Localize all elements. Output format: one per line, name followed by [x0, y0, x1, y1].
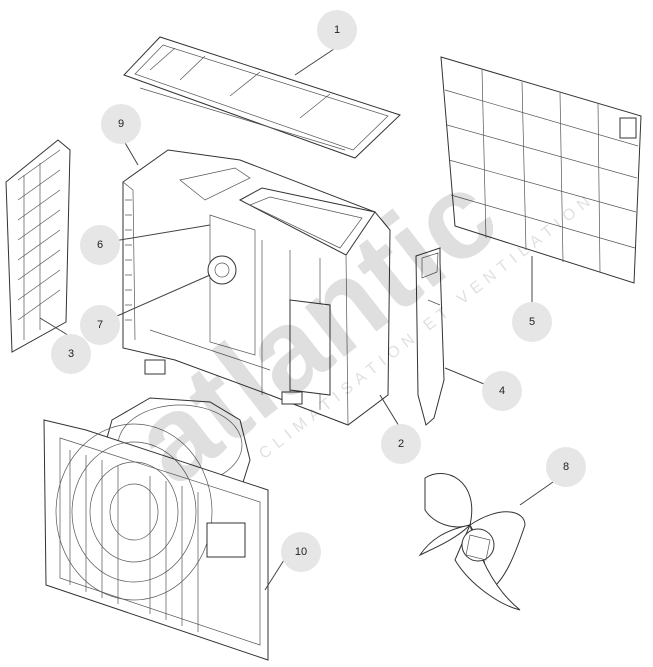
callout-label-7: 7	[97, 319, 103, 331]
leader-lines	[39, 48, 554, 591]
callout-3: 3	[51, 334, 91, 374]
rear-grid	[440, 56, 642, 284]
callout-10: 10	[281, 532, 321, 572]
top-cover	[123, 36, 401, 159]
callout-6: 6	[80, 225, 120, 265]
callout-label-4: 4	[499, 385, 505, 397]
callout-7: 7	[80, 305, 120, 345]
callout-8: 8	[546, 447, 586, 487]
front-panel	[43, 419, 269, 661]
callout-label-8: 8	[563, 461, 569, 473]
callout-label-2: 2	[398, 438, 404, 450]
callout-label-6: 6	[97, 239, 103, 251]
fan-propeller	[418, 473, 526, 611]
callout-label-9: 9	[118, 118, 124, 130]
side-panel	[415, 247, 445, 426]
callout-label-10: 10	[295, 546, 307, 558]
callout-9: 9	[101, 104, 141, 144]
callout-label-1: 1	[334, 24, 340, 36]
callout-2: 2	[381, 424, 421, 464]
callout-4: 4	[482, 371, 522, 411]
callout-label-5: 5	[529, 316, 535, 328]
callout-label-3: 3	[68, 348, 74, 360]
callout-1: 1	[317, 10, 357, 50]
callout-5: 5	[512, 302, 552, 342]
side-grille	[5, 139, 71, 353]
casing-body	[122, 149, 391, 426]
